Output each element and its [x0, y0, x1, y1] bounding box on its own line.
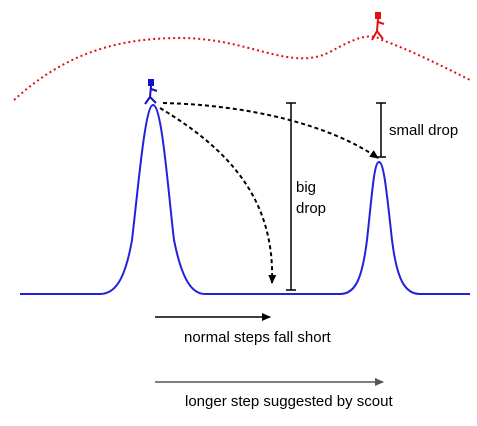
small-drop-bracket	[376, 102, 386, 158]
big-drop-label-line2: drop	[296, 200, 326, 217]
normal-steps-label: normal steps fall short	[184, 329, 332, 346]
scout-icon	[371, 12, 385, 41]
walker-icon	[144, 79, 158, 105]
big-drop-label-line1: big	[296, 179, 316, 196]
longer-step-label: longer step suggested by scout	[185, 393, 393, 410]
normal-step-arrow	[159, 107, 277, 284]
small-drop-label: small drop	[389, 122, 458, 139]
energy-landscape-curve	[20, 103, 470, 295]
scout-path-curve	[13, 35, 471, 101]
scout-step-arrow	[162, 102, 379, 159]
big-drop-bracket	[286, 102, 296, 291]
